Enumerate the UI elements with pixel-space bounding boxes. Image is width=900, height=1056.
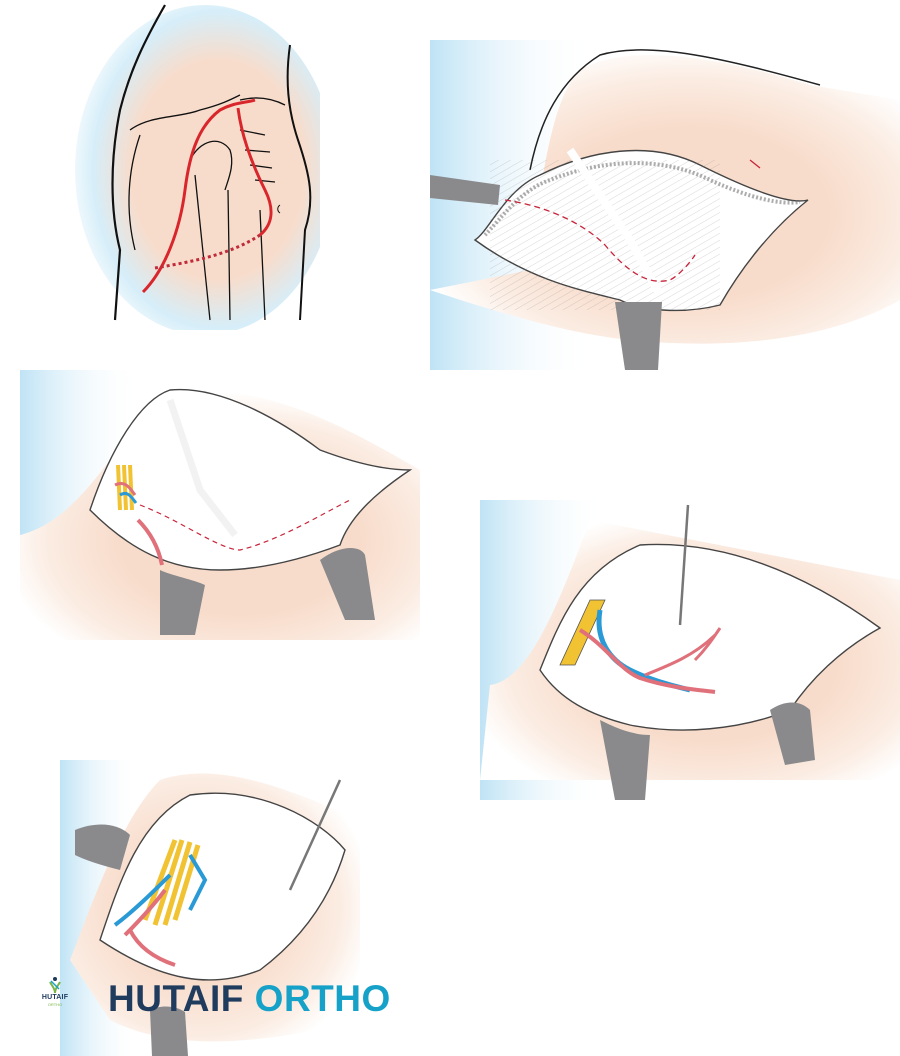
logo-figure-icon: [49, 977, 61, 994]
logo-name: HUTAIF: [41, 994, 69, 1001]
watermark-text: HUTAIF ORTHO: [108, 977, 391, 1021]
watermark-primary: HUTAIF: [108, 978, 244, 1019]
shoulder-outline-illustration: [75, 4, 320, 330]
deep-dissection-illustration: [480, 500, 900, 800]
logo-subtitle: ORTHO: [47, 1002, 63, 1007]
brand-logo: HUTAIF ORTHO: [40, 976, 70, 1016]
panel-deep-dissection: [480, 500, 900, 800]
panel-plexus-exposure: [60, 760, 380, 1056]
panel-retracted-muscle: [20, 370, 420, 640]
retracted-muscle-illustration: [20, 370, 420, 640]
panel-exposed-muscle: [430, 40, 900, 370]
plexus-exposure-illustration: [60, 760, 380, 1056]
watermark-secondary: ORTHO: [243, 978, 391, 1019]
panel-incision-outline: [60, 0, 320, 330]
exposed-muscle-illustration: [430, 40, 900, 370]
